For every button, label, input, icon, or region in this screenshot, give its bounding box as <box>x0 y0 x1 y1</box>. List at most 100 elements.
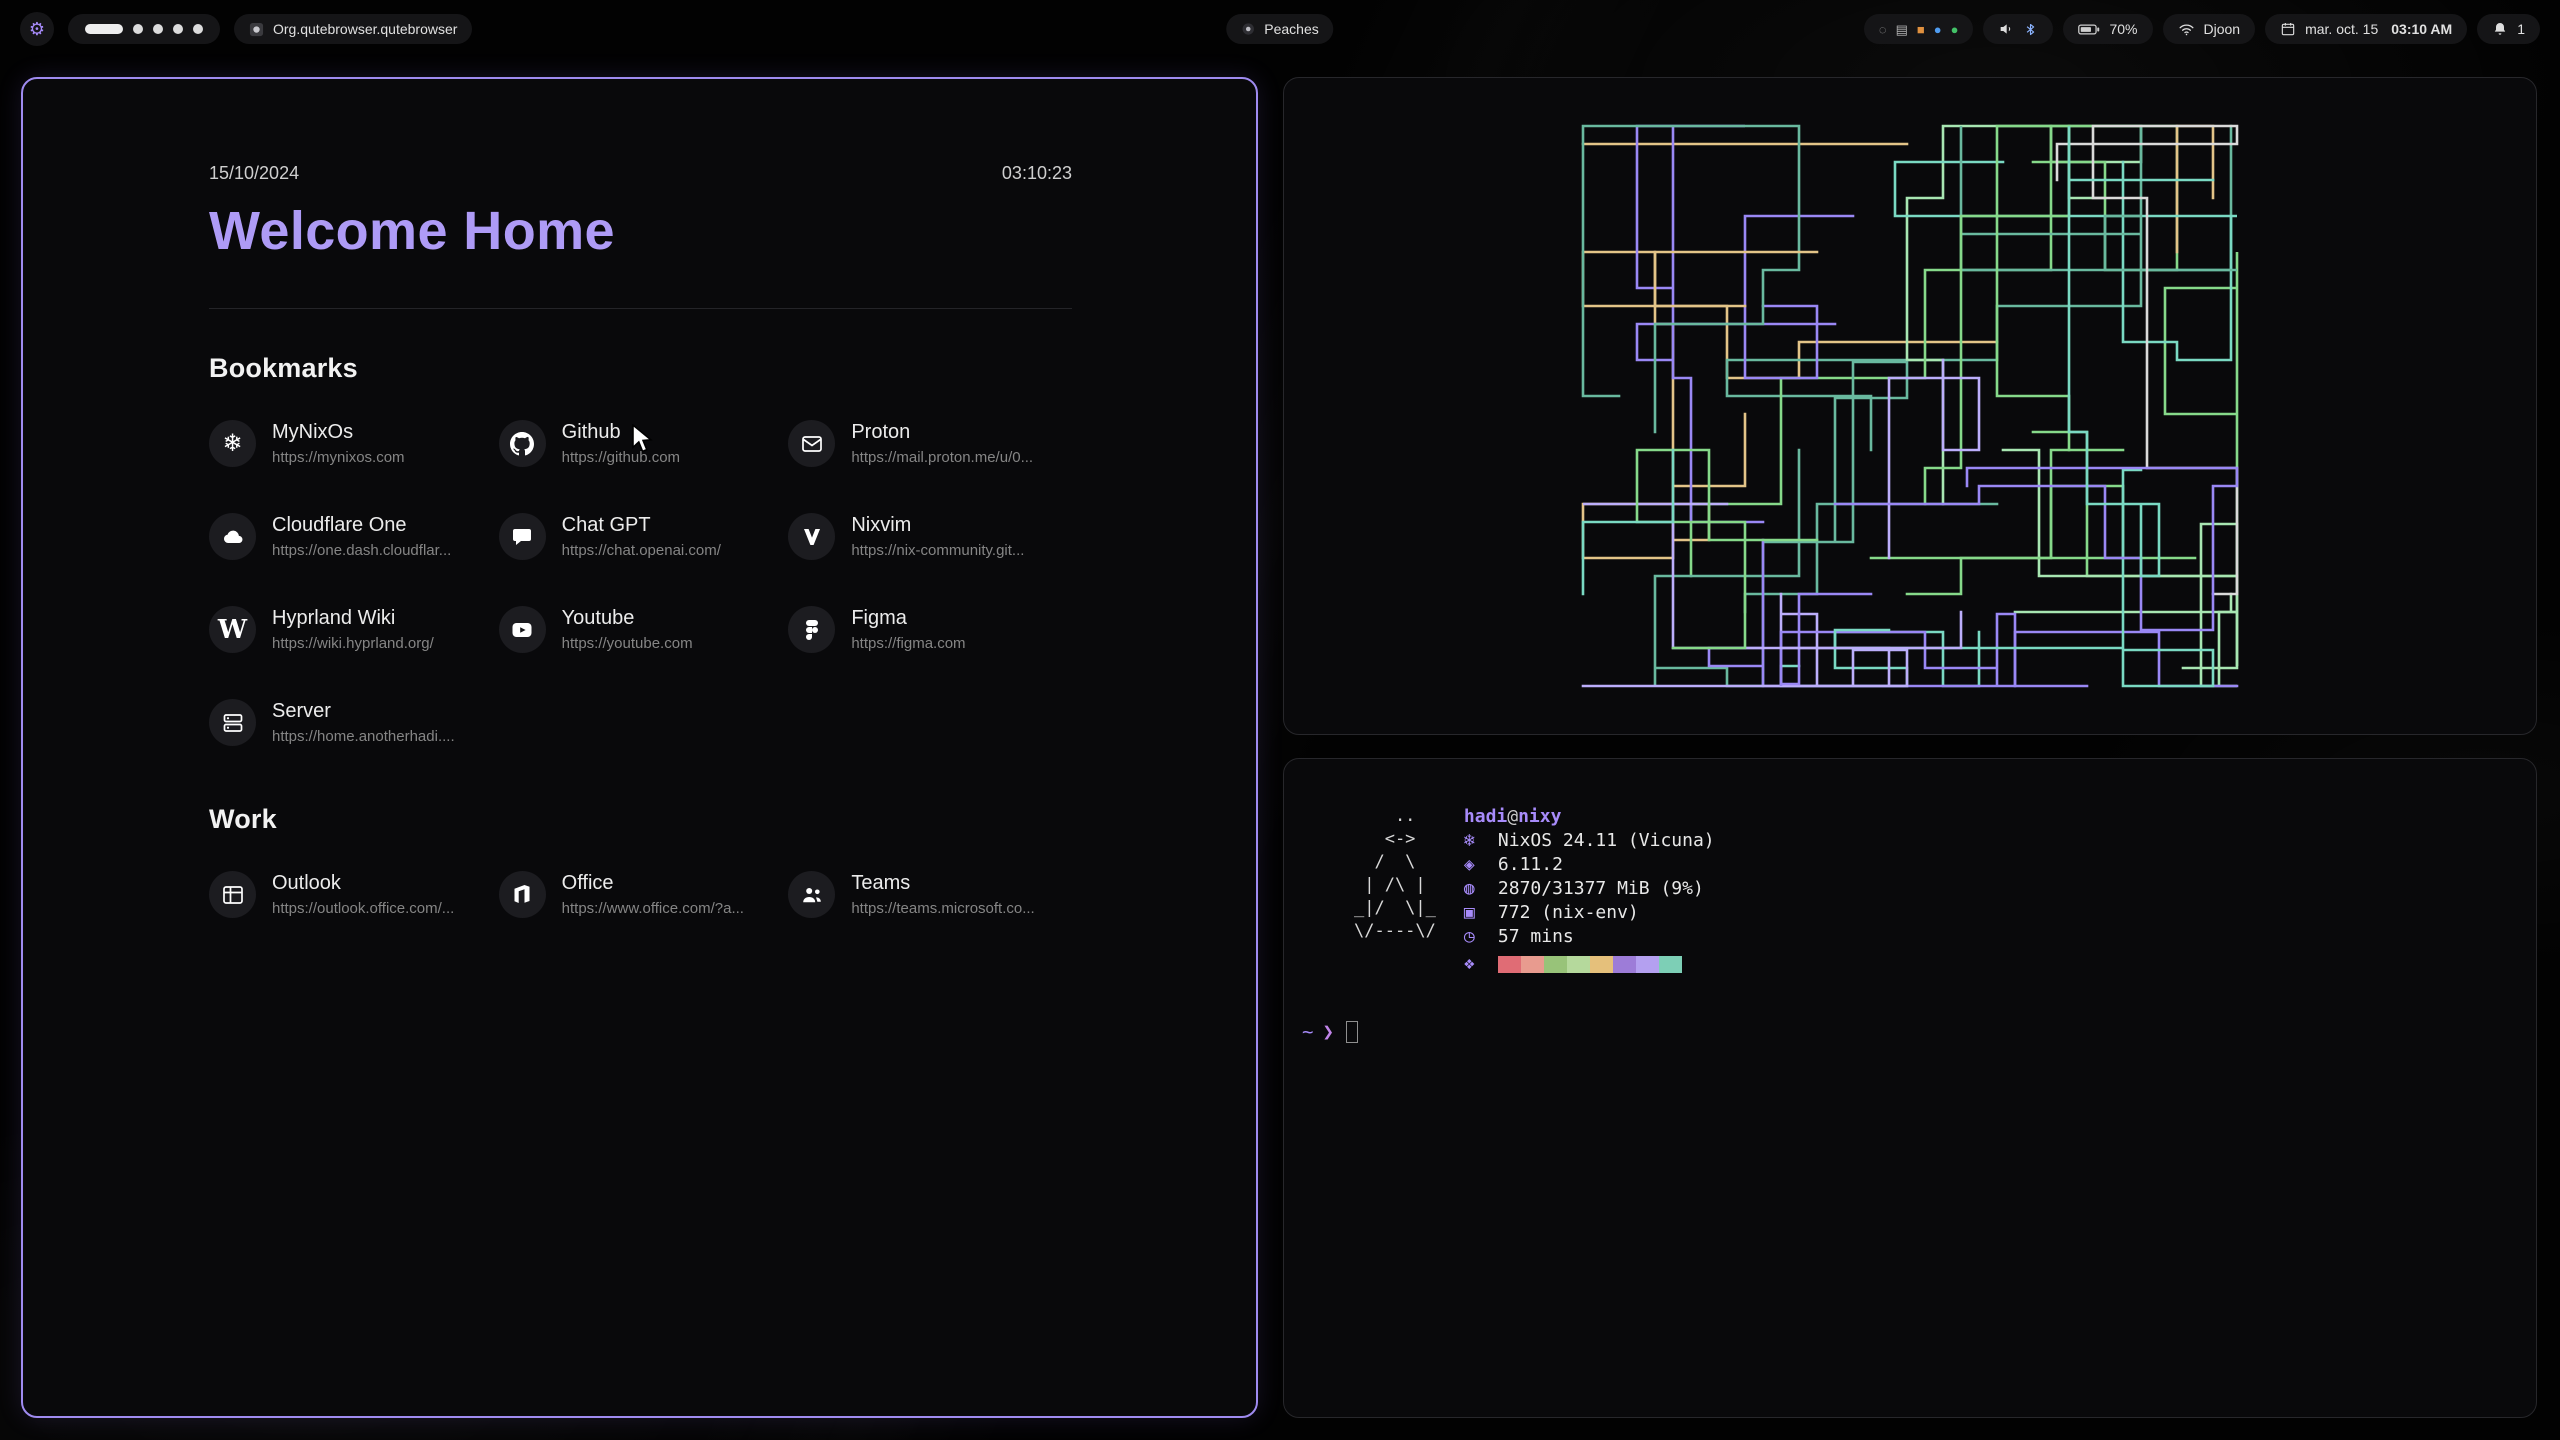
bookmark-text: Chat GPT https://chat.openai.com/ <box>562 514 721 559</box>
clock-chip[interactable]: mar. oct. 15 03:10 AM <box>2265 14 2467 44</box>
bookmark-card[interactable]: Figma https://figma.com <box>788 606 1072 653</box>
bookmark-url: https://wiki.hyprland.org/ <box>272 635 434 652</box>
bookmark-icon <box>209 871 256 918</box>
bookmark-card[interactable]: Office https://www.office.com/?a... <box>499 871 783 918</box>
bookmark-title: Github <box>562 421 680 444</box>
tray-icon-4[interactable]: ● <box>1934 23 1942 36</box>
fetch-ascii: .. <-> / \ | /\ | _|/ \|_ \/----\/ <box>1354 805 1436 976</box>
fetch-line: ◍2870/31377 MiB (9%) <box>1464 877 1715 901</box>
fastfetch-terminal-window[interactable]: .. <-> / \ | /\ | _|/ \|_ \/----\/ hadi@… <box>1283 758 2537 1418</box>
fetch-user: hadi <box>1464 806 1507 827</box>
startpage-sections: Bookmarks ❄ MyNixOs https://mynixos.com … <box>209 353 1072 918</box>
palette-icon: ❖ <box>1464 952 1488 976</box>
bookmark-url: https://chat.openai.com/ <box>562 542 721 559</box>
bookmark-icon <box>788 606 835 653</box>
bookmark-card[interactable]: Server https://home.anotherhadi.... <box>209 699 493 746</box>
bookmark-title: Youtube <box>562 607 693 630</box>
speaker-icon[interactable] <box>1998 21 2014 37</box>
bookmark-card[interactable]: Outlook https://outlook.office.com/... <box>209 871 493 918</box>
prompt-arrow: ❯ <box>1322 1020 1333 1044</box>
bookmark-card[interactable]: Nixvim https://nix-community.git... <box>788 513 1072 560</box>
music-disc-icon <box>1241 22 1255 36</box>
audio-chip[interactable] <box>1983 14 2053 44</box>
network-ssid-label: Djoon <box>2204 21 2241 37</box>
topbar-left-group: ⚙ Org.qutebrowser.qutebrowser <box>20 12 472 46</box>
bookmark-url: https://youtube.com <box>562 635 693 652</box>
bookmark-title: Figma <box>851 607 965 630</box>
fetch-line-text: 6.11.2 <box>1498 853 1563 877</box>
bookmark-title: Cloudflare One <box>272 514 451 537</box>
bookmark-card[interactable]: Teams https://teams.microsoft.co... <box>788 871 1072 918</box>
tray-icon-3[interactable]: ■ <box>1917 23 1925 36</box>
shell-prompt[interactable]: ~ ❯ <box>1302 1020 2536 1044</box>
battery-icon <box>2078 23 2100 36</box>
qutebrowser-window-icon <box>249 22 264 37</box>
bookmark-url: https://www.office.com/?a... <box>562 900 744 917</box>
gear-icon: ⚙ <box>29 19 45 40</box>
palette-swatch <box>1544 956 1567 973</box>
section-heading: Work <box>209 804 1072 835</box>
workspace-3[interactable] <box>153 24 163 34</box>
palette-swatch <box>1636 956 1659 973</box>
bookmark-card[interactable]: ❄ MyNixOs https://mynixos.com <box>209 420 493 467</box>
bookmark-card[interactable]: Youtube https://youtube.com <box>499 606 783 653</box>
bookmark-card[interactable]: Chat GPT https://chat.openai.com/ <box>499 513 783 560</box>
palette-swatch <box>1590 956 1613 973</box>
bookmark-url: https://home.anotherhadi.... <box>272 728 455 745</box>
bookmark-title: Teams <box>851 872 1034 895</box>
fetch-at: @ <box>1507 806 1518 827</box>
bookmark-card[interactable]: Cloudflare One https://one.dash.cloudfla… <box>209 513 493 560</box>
battery-chip[interactable]: 70% <box>2063 14 2152 44</box>
wifi-icon <box>2178 21 2195 38</box>
startpage-header: 15/10/2024 03:10:23 <box>209 163 1072 184</box>
qutebrowser-window[interactable]: 15/10/2024 03:10:23 Welcome Home Bookmar… <box>21 77 1258 1418</box>
fetch-line-icon: ◈ <box>1464 853 1488 877</box>
bookmark-url: https://one.dash.cloudflar... <box>272 542 451 559</box>
tray-icon-2[interactable]: ▤ <box>1896 23 1908 36</box>
workspace-4[interactable] <box>173 24 183 34</box>
fetch-lines: ❄NixOS 24.11 (Vicuna)◈6.11.2◍2870/31377 … <box>1464 829 1715 949</box>
bookmark-text: Github https://github.com <box>562 421 680 466</box>
active-window-chip[interactable]: Org.qutebrowser.qutebrowser <box>234 14 472 44</box>
bookmark-title: Outlook <box>272 872 454 895</box>
bookmark-card[interactable]: W Hyprland Wiki https://wiki.hyprland.or… <box>209 606 493 653</box>
media-player-chip[interactable]: Peaches <box>1226 14 1333 44</box>
tray-icon-1[interactable]: ◌ <box>1879 23 1887 36</box>
bookmark-url: https://mynixos.com <box>272 449 405 466</box>
pipes-terminal-window[interactable] <box>1283 77 2537 735</box>
terminal-cursor <box>1346 1021 1358 1043</box>
fetch-line-text: 2870/31377 MiB (9%) <box>1498 877 1704 901</box>
fetch-line-icon: ❄ <box>1464 829 1488 853</box>
bookmark-url: https://nix-community.git... <box>851 542 1024 559</box>
palette-swatch <box>1659 956 1682 973</box>
bookmark-card[interactable]: Github https://github.com <box>499 420 783 467</box>
bookmark-icon <box>499 420 546 467</box>
bookmark-icon <box>209 513 256 560</box>
workspace-1[interactable] <box>85 24 123 34</box>
bookmark-text: Youtube https://youtube.com <box>562 607 693 652</box>
bookmark-card[interactable]: Proton https://mail.proton.me/u/0... <box>788 420 1072 467</box>
workspace-5[interactable] <box>193 24 203 34</box>
tray-icon-5[interactable]: ● <box>1951 23 1959 36</box>
bluetooth-icon[interactable] <box>2023 22 2038 37</box>
calendar-icon <box>2280 21 2296 37</box>
startpage-date: 15/10/2024 <box>209 163 299 184</box>
launcher-button[interactable]: ⚙ <box>20 12 54 46</box>
battery-percent-label: 70% <box>2109 21 2137 37</box>
notifications-chip[interactable]: 1 <box>2477 14 2540 44</box>
workspace-2[interactable] <box>133 24 143 34</box>
palette-swatch <box>1613 956 1636 973</box>
startpage-time: 03:10:23 <box>1002 163 1072 184</box>
bookmark-icon <box>209 699 256 746</box>
fetch-line-icon: ◷ <box>1464 925 1488 949</box>
network-chip[interactable]: Djoon <box>2163 14 2256 44</box>
fetch-line: ◈ 6.11.2 <box>1464 853 1715 877</box>
bookmark-icon <box>788 420 835 467</box>
bookmark-text: Teams https://teams.microsoft.co... <box>851 872 1034 917</box>
bookmark-title: Office <box>562 872 744 895</box>
media-track-label: Peaches <box>1264 21 1318 37</box>
bookmark-icon: ❄ <box>209 420 256 467</box>
workspace-indicator[interactable] <box>68 14 220 44</box>
bookmark-title: Nixvim <box>851 514 1024 537</box>
fastfetch-output: .. <-> / \ | /\ | _|/ \|_ \/----\/ hadi@… <box>1354 805 2536 976</box>
